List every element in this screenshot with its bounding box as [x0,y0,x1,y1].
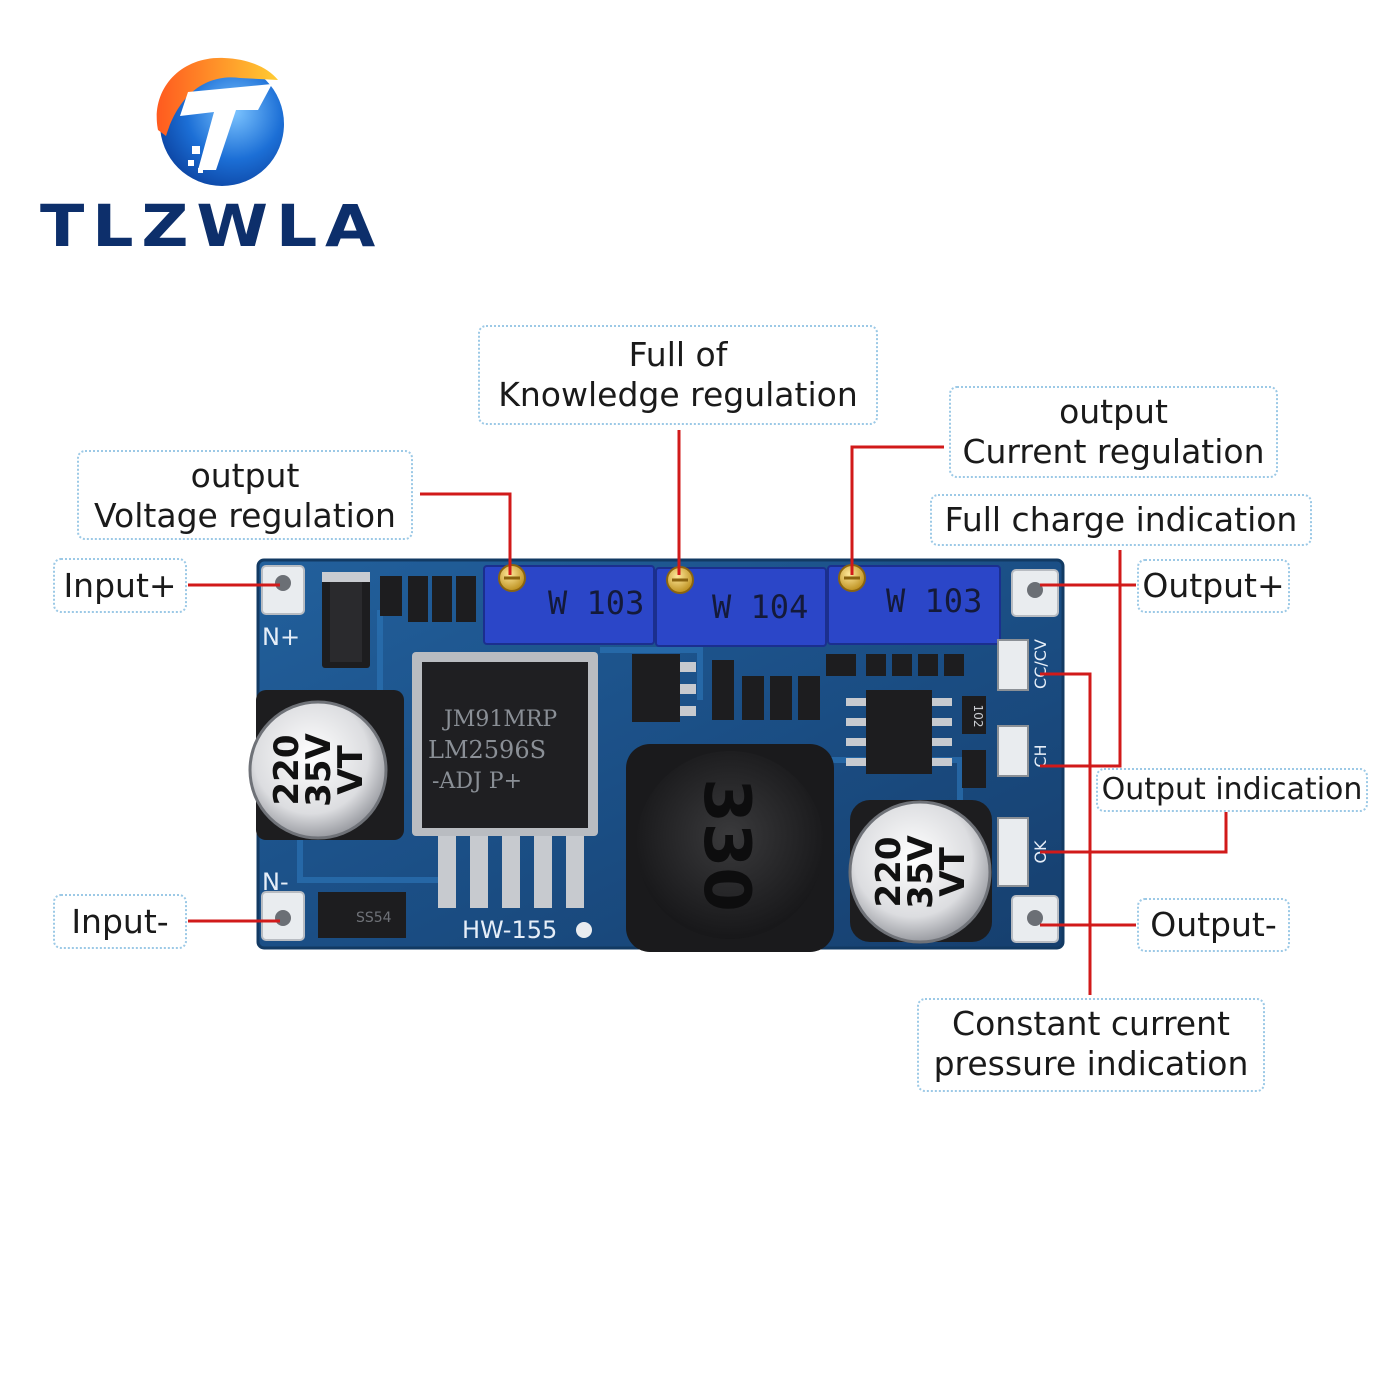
input-cap-series: VT [331,744,371,794]
label-constant-current: Constant current pressure indication [917,998,1265,1092]
silk-diode: SS54 [356,910,392,926]
inductor: 330 [626,744,834,952]
silk-resistor: 102 [971,705,985,728]
led-indicators [997,639,1029,887]
label-output-minus: Output- [1137,898,1290,952]
label-full-charge: Full charge indication [930,494,1312,546]
output-cap-voltage: 35V [901,835,941,909]
potentiometer-knowledge: W 104 [655,566,827,647]
smd-pads [380,576,476,622]
label-input-minus: Input- [53,894,187,949]
smd-resistors [712,660,820,720]
inductor-marking: 330 [689,778,763,912]
pot-1-marking: W 103 [548,584,644,622]
silk-led-ch: CH [1031,744,1050,767]
constant-current-line-1: Constant current [952,1004,1230,1043]
output-cap-value: 220 [869,837,909,908]
chip-line-1: JM91MRP [442,707,557,732]
pot-3-marking: W 103 [886,582,982,620]
knowledge-reg-line-1: Full of [628,335,728,374]
output-capacitor: 220 35V VT [848,800,992,944]
chip-line-2: LM2596S [428,736,546,764]
control-ic [846,690,952,774]
silk-in-minus: N- [262,868,289,896]
label-output-plus: Output+ [1137,559,1290,613]
output-plus-text: Output+ [1142,566,1285,605]
board-model: HW-155 [462,916,557,944]
label-input-plus: Input+ [53,558,187,613]
brand-logo-icon [156,57,284,186]
output-indication-text: Output indication [1101,772,1363,807]
voltage-reg-line-2: Voltage regulation [94,496,396,535]
input-cap-voltage: 35V [299,733,339,807]
input-minus-text: Input- [71,902,169,941]
output-minus-text: Output- [1150,905,1277,944]
pot-2-marking: W 104 [712,588,808,626]
label-current-regulation: output Current regulation [949,386,1278,478]
potentiometer-current: W 103 [827,564,1001,645]
label-knowledge-regulation: Full of Knowledge regulation [478,325,878,425]
label-voltage-regulation: output Voltage regulation [77,450,413,540]
input-cap-value: 220 [267,735,307,806]
label-output-indication: Output indication [1096,768,1368,812]
output-cap-series: VT [933,846,973,896]
full-charge-text: Full charge indication [944,500,1298,539]
constant-current-line-2: pressure indication [933,1044,1249,1083]
regulator-chip: JM91MRP LM2596S -ADJ P+ [412,652,598,908]
silk-led-ccv: CC/CV [1031,639,1050,689]
current-reg-line-2: Current regulation [962,432,1265,471]
voltage-reg-line-1: output [190,456,300,495]
transistor [632,654,680,722]
input-plus-text: Input+ [63,566,177,605]
potentiometer-voltage: W 103 [483,564,655,645]
knowledge-reg-line-2: Knowledge regulation [498,375,858,414]
diode-bottom: SS54 [318,892,406,938]
leader-lines [188,430,1228,995]
brand-name: TLZWLA [40,192,384,260]
silk-in-plus: N+ [262,623,300,651]
chip-line-3: -ADJ P+ [432,769,522,794]
current-reg-line-1: output [1059,392,1168,431]
input-capacitor: 220 35V VT [248,690,404,840]
